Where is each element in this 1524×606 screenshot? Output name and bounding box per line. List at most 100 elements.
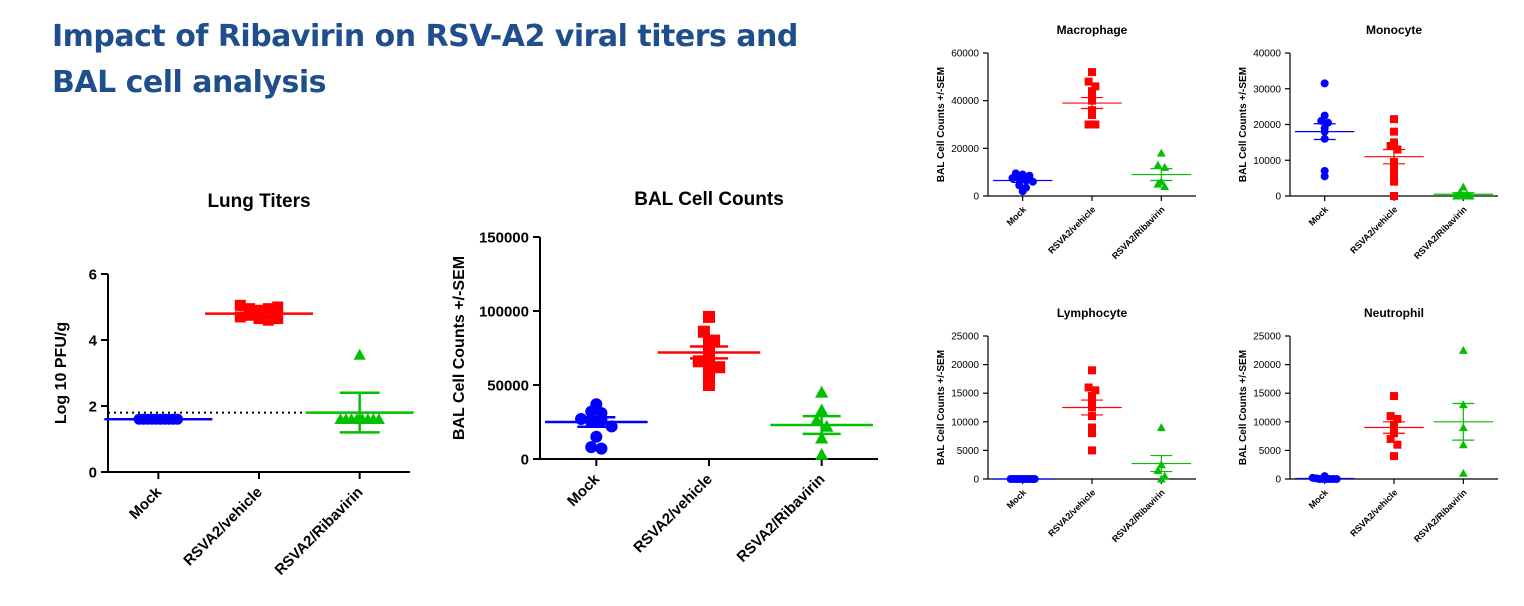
y-tick-label: 20000 — [951, 360, 979, 371]
chart-title: Monocyte — [1366, 23, 1422, 37]
chart-title: Macrophage — [1057, 23, 1128, 37]
y-tick-label: 50000 — [487, 377, 529, 394]
data-point — [1088, 366, 1096, 375]
data-point — [1153, 179, 1163, 188]
group-rsva2-ribavirin — [1433, 345, 1494, 477]
data-point — [1386, 434, 1395, 443]
data-point — [1458, 182, 1468, 191]
category-label-rsva2-vehicle: RSVA2/vehicle — [1348, 204, 1399, 255]
y-tick-label: 0 — [1275, 192, 1281, 203]
data-point — [1088, 68, 1096, 77]
chart-title: Neutrophil — [1364, 306, 1424, 320]
group-rsva2-vehicle — [1364, 115, 1424, 200]
data-point — [1091, 120, 1100, 129]
data-point — [1386, 412, 1395, 421]
y-tick-label: 20000 — [951, 144, 979, 155]
data-point — [590, 430, 603, 443]
data-point — [1320, 172, 1329, 181]
data-point — [1018, 187, 1027, 196]
data-point — [272, 301, 284, 313]
slide-title-line-2: BAL cell analysis — [52, 65, 326, 100]
y-tick-label: 20000 — [1253, 120, 1281, 131]
y-tick-label: 60000 — [951, 49, 979, 60]
y-tick-label: 10000 — [951, 417, 979, 428]
data-point — [703, 310, 715, 323]
data-point — [1088, 110, 1096, 119]
group-rsva2-ribavirin — [770, 385, 873, 460]
data-point — [1088, 87, 1096, 96]
data-point — [1015, 181, 1024, 190]
data-point — [1088, 412, 1096, 421]
data-point — [1386, 141, 1395, 150]
y-tick-label: 5000 — [1259, 446, 1282, 457]
data-point — [1458, 440, 1468, 449]
chart-title: Lymphocyte — [1057, 306, 1128, 320]
y-tick-label: 0 — [973, 192, 979, 203]
data-point — [1390, 115, 1398, 124]
y-tick-label: 4 — [89, 332, 98, 349]
group-mock — [992, 169, 1053, 196]
data-point — [1393, 440, 1402, 449]
data-point — [815, 385, 829, 398]
data-point — [372, 413, 385, 425]
data-point — [1390, 163, 1398, 172]
category-label-rsva2-vehicle: RSVA2/vehicle — [630, 471, 716, 557]
group-rsva2-ribavirin — [305, 348, 414, 434]
y-tick-label: 0 — [89, 464, 97, 481]
y-tick-label: 10000 — [1253, 156, 1281, 167]
data-point — [1028, 177, 1037, 186]
data-point — [809, 413, 824, 426]
y-axis-label: Log 10 PFU/g — [53, 322, 70, 424]
y-tick-label: 6 — [89, 266, 97, 283]
data-point — [595, 442, 608, 455]
y-tick-label: 40000 — [951, 96, 979, 107]
data-point — [815, 431, 829, 444]
category-label-rsva2-ribavirin: RSVA2/Ribavirin — [734, 471, 829, 566]
data-point — [585, 405, 598, 418]
category-label-rsva2-vehicle: RSVA2/vehicle — [1046, 487, 1097, 538]
data-point — [244, 309, 256, 321]
y-tick-label: 40000 — [1253, 49, 1281, 60]
chart-title: Lung Titers — [207, 191, 310, 212]
y-tick-label: 0 — [521, 451, 529, 468]
data-point — [1390, 170, 1398, 179]
data-point — [1084, 120, 1093, 129]
data-point — [1088, 423, 1096, 432]
category-label-rsva2-ribavirin: RSVA2/Ribavirin — [1110, 487, 1167, 544]
data-point — [1088, 446, 1096, 455]
group-rsva2-vehicle — [1062, 366, 1122, 455]
group-mock — [104, 413, 213, 425]
group-rsva2-ribavirin — [1131, 148, 1192, 190]
y-tick-label: 0 — [973, 475, 979, 486]
category-label-rsva2-ribavirin: RSVA2/Ribavirin — [1110, 204, 1167, 261]
data-point — [697, 325, 710, 338]
data-point — [1390, 127, 1398, 136]
y-tick-label: 100000 — [479, 303, 529, 320]
data-point — [1390, 192, 1398, 200]
category-label-mock: Mock — [1005, 204, 1029, 228]
category-label-rsva2-vehicle: RSVA2/vehicle — [1046, 204, 1097, 255]
data-point — [1320, 79, 1329, 88]
data-point — [1160, 182, 1170, 190]
data-point — [1156, 423, 1166, 432]
category-label-mock: Mock — [1005, 487, 1029, 511]
group-rsva2-vehicle — [1364, 392, 1424, 461]
data-point — [703, 356, 715, 369]
group-rsva2-vehicle — [657, 310, 761, 391]
data-point — [1156, 474, 1166, 483]
data-point — [1317, 116, 1326, 125]
data-point — [1084, 383, 1093, 392]
y-tick-label: 2 — [89, 398, 97, 415]
data-point — [1458, 468, 1468, 477]
category-label-rsva2-vehicle: RSVA2/vehicle — [180, 484, 266, 570]
data-point — [262, 314, 274, 326]
group-mock — [545, 398, 648, 455]
data-point — [1390, 452, 1398, 461]
data-point — [234, 299, 246, 311]
data-point — [1084, 77, 1093, 86]
